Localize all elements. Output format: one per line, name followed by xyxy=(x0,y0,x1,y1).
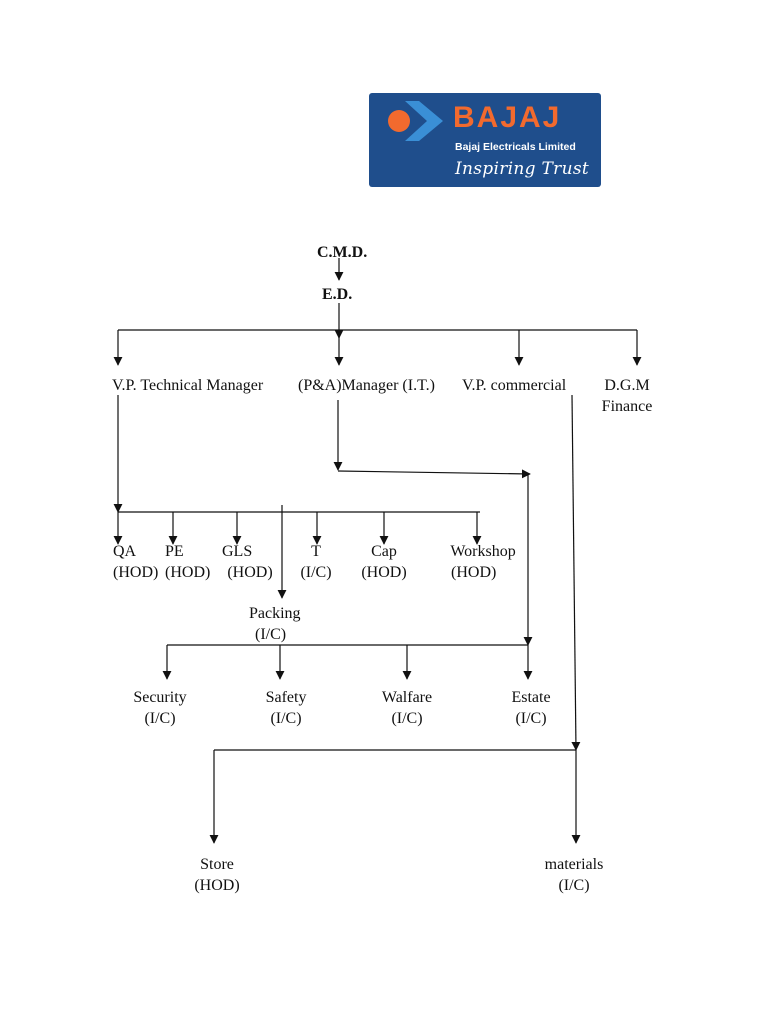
node-security: Security (I/C) xyxy=(126,687,194,729)
node-workshop-line2: (HOD) xyxy=(451,564,497,581)
node-qa-line2: (HOD) xyxy=(113,564,159,581)
node-estate-line1: Estate xyxy=(511,689,551,706)
node-pe-line2: (HOD) xyxy=(165,564,211,581)
node-materials: materials (I/C) xyxy=(536,854,612,896)
node-ed-label: E.D. xyxy=(322,286,353,303)
node-gls-line2: (HOD) xyxy=(227,564,273,581)
node-estate: Estate (I/C) xyxy=(502,687,560,729)
node-vp-commercial-label: V.P. commercial xyxy=(462,377,567,394)
node-pa-manager: (P&A)Manager (I.T.) xyxy=(298,375,435,396)
logo-company-name: Bajaj Electricals Limited xyxy=(455,141,576,153)
node-cmd-label: C.M.D. xyxy=(317,244,368,261)
node-store: Store (HOD) xyxy=(186,854,248,896)
node-security-line2: (I/C) xyxy=(144,710,176,727)
node-vp-commercial: V.P. commercial xyxy=(462,375,566,396)
connector-vp-commercial-down xyxy=(571,394,581,751)
node-workshop: Workshop (HOD) xyxy=(444,541,522,583)
node-materials-line2: (I/C) xyxy=(558,877,590,894)
node-estate-line2: (I/C) xyxy=(515,710,547,727)
node-safety-line1: Safety xyxy=(265,689,307,706)
node-store-line2: (HOD) xyxy=(194,877,240,894)
node-vp-technical: V.P. Technical Manager xyxy=(112,375,263,396)
bajaj-logo: BAJAJ Bajaj Electricals Limited Inspirin… xyxy=(369,93,601,187)
node-packing-line2: (I/C) xyxy=(255,626,287,643)
node-safety: Safety (I/C) xyxy=(256,687,316,729)
logo-brand: BAJAJ xyxy=(453,101,562,134)
node-t-line2: (I/C) xyxy=(300,564,332,581)
node-packing: Packing (I/C) xyxy=(249,603,301,645)
node-gls: GLS (HOD) xyxy=(222,541,278,583)
logo-tagline: Inspiring Trust xyxy=(455,159,589,179)
node-store-line1: Store xyxy=(200,856,234,873)
node-packing-line1: Packing xyxy=(249,605,301,622)
node-pe: PE (HOD) xyxy=(165,541,210,583)
node-t: T (I/C) xyxy=(296,541,336,583)
node-dgm-finance-line1: D.G.M xyxy=(604,377,650,394)
node-security-line1: Security xyxy=(133,689,187,706)
node-dgm-finance: D.G.M Finance xyxy=(596,375,658,417)
node-workshop-line1: Workshop xyxy=(450,543,516,560)
node-safety-line2: (I/C) xyxy=(270,710,302,727)
node-walfare: Walfare (I/C) xyxy=(374,687,440,729)
node-t-line1: T xyxy=(311,543,321,560)
connector-pa-right xyxy=(337,469,531,479)
node-qa: QA (HOD) xyxy=(113,541,158,583)
node-qa-line1: QA xyxy=(113,543,137,560)
node-gls-line1: GLS xyxy=(222,543,253,560)
node-cap-line2: (HOD) xyxy=(361,564,407,581)
node-cap-line1: Cap xyxy=(371,543,397,560)
node-cmd: C.M.D. xyxy=(317,242,367,263)
node-pe-line1: PE xyxy=(165,543,184,560)
logo-chevron-icon xyxy=(405,101,443,141)
node-cap: Cap (HOD) xyxy=(356,541,412,583)
node-materials-line1: materials xyxy=(544,856,604,873)
logo-dot-icon xyxy=(388,110,410,132)
node-dgm-finance-line2: Finance xyxy=(601,398,653,415)
node-vp-technical-label: V.P. Technical Manager xyxy=(112,377,264,394)
node-ed: E.D. xyxy=(322,284,352,305)
node-walfare-line2: (I/C) xyxy=(391,710,423,727)
node-pa-manager-label: (P&A)Manager (I.T.) xyxy=(298,377,435,394)
node-walfare-line1: Walfare xyxy=(381,689,433,706)
